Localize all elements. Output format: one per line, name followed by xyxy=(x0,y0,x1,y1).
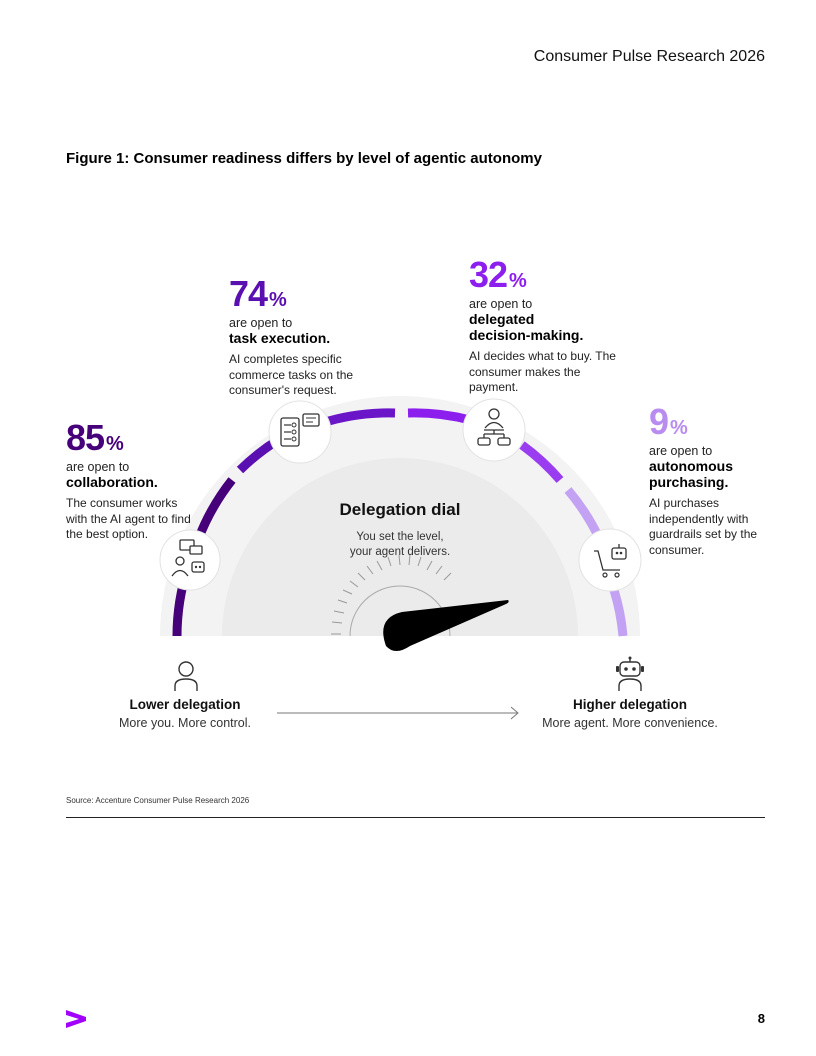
stat-value: 85 xyxy=(66,417,105,458)
stat-open-text: are open to xyxy=(469,297,533,311)
lower-delegation-sub: More you. More control. xyxy=(119,716,251,730)
arrow-head-icon xyxy=(510,706,519,720)
stat-task-execution: 74% are open to task execution. AI compl… xyxy=(229,276,379,399)
gauge-ticks xyxy=(331,554,452,635)
delegated-decision-icon-circle xyxy=(462,398,526,462)
accenture-logo-icon xyxy=(66,1010,86,1028)
stat-value: 32 xyxy=(469,254,508,295)
dial-subtitle: You set the level, your agent delivers. xyxy=(300,530,500,560)
dial-needle xyxy=(383,600,509,651)
stat-description: AI decides what to buy. The consumer mak… xyxy=(469,349,616,395)
source-note: Source: Accenture Consumer Pulse Researc… xyxy=(66,796,250,805)
dial-subtitle-line1: You set the level, xyxy=(356,531,444,543)
lower-delegation-label: Lower delegation xyxy=(129,697,241,712)
stat-unit: % xyxy=(106,433,124,455)
autonomous-purchasing-icon-circle xyxy=(578,528,642,592)
stat-value: 74 xyxy=(229,273,268,314)
higher-delegation-label: Higher delegation xyxy=(572,697,687,712)
dial-subtitle-line2: your agent delivers. xyxy=(349,545,451,558)
stat-open-text: are open to xyxy=(649,444,713,458)
stat-delegated-decision: 32% are open to delegated decision-makin… xyxy=(469,257,619,396)
stat-description: AI completes specific commerce tasks on … xyxy=(229,352,354,398)
stat-autonomous-purchasing: 9% are open to autonomous purchasing. AI… xyxy=(649,404,769,559)
higher-delegation-sub: More agent. More convenience. xyxy=(542,716,718,730)
stat-headline: autonomous purchasing. xyxy=(649,458,733,491)
arc-segment-6 xyxy=(519,441,564,483)
delegation-dial xyxy=(159,396,642,720)
figure-title: Figure 1: Consumer readiness differs by … xyxy=(66,150,542,167)
collaboration-icon-circle xyxy=(159,529,221,591)
stat-unit: % xyxy=(509,270,527,292)
dial-title: Delegation dial xyxy=(339,500,461,519)
person-icon xyxy=(174,661,198,691)
stat-unit: % xyxy=(269,289,287,311)
stat-description: AI purchases independently with guardrai… xyxy=(649,496,758,557)
stat-headline: task execution. xyxy=(229,330,331,346)
stat-open-text: are open to xyxy=(66,460,130,474)
page-number: 8 xyxy=(757,1011,765,1026)
header-title: Consumer Pulse Research 2026 xyxy=(533,48,765,65)
stat-value: 9 xyxy=(649,401,669,442)
task-execution-icon-circle xyxy=(268,400,332,464)
dial-inner xyxy=(222,458,578,636)
robot-icon xyxy=(616,656,644,691)
footer-rule xyxy=(66,817,765,818)
stat-headline: collaboration. xyxy=(66,474,158,490)
stat-description: The consumer works with the AI agent to … xyxy=(66,496,191,542)
stat-unit: % xyxy=(670,417,688,439)
stat-collaboration: 85% are open to collaboration. The consu… xyxy=(66,420,196,543)
stat-open-text: are open to xyxy=(229,316,293,330)
stat-headline: delegated decision-making. xyxy=(469,311,584,344)
